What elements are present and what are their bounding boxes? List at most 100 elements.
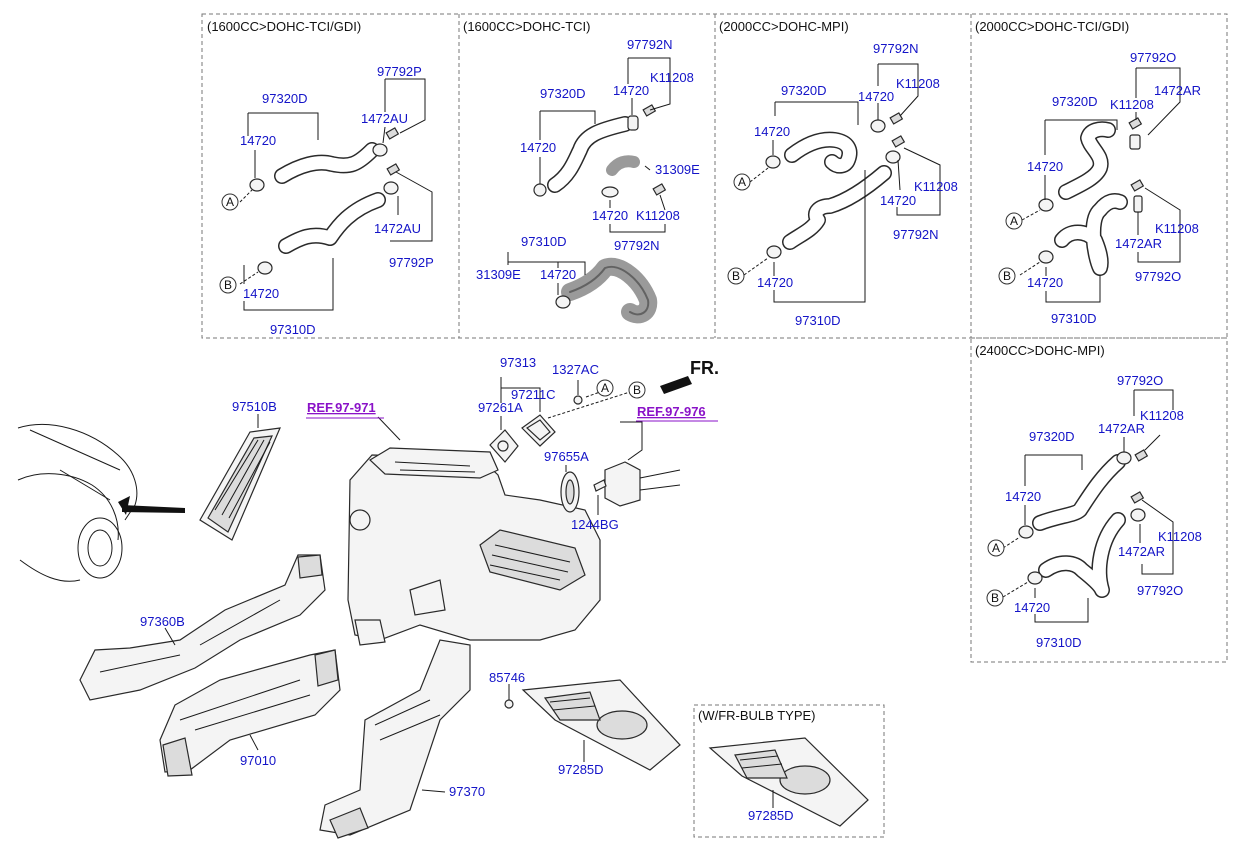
- marker-a-label: A: [601, 381, 609, 395]
- part-97792n[interactable]: 97792N: [893, 227, 939, 242]
- part-1327ac[interactable]: 1327AC: [552, 362, 599, 377]
- clamp-icon: [1018, 525, 1034, 539]
- part-14720[interactable]: 14720: [540, 267, 576, 282]
- clamp-icon: [627, 115, 639, 131]
- clip-icon: [1130, 491, 1145, 504]
- clamp-icon: [1133, 195, 1143, 213]
- part-1472ar[interactable]: 1472AR: [1154, 83, 1201, 98]
- part-85746[interactable]: 85746: [489, 670, 525, 685]
- part-14720[interactable]: 14720: [1027, 159, 1063, 174]
- part-97792o[interactable]: 97792O: [1130, 50, 1176, 65]
- part-k11208[interactable]: K11208: [1110, 97, 1154, 112]
- part-97320d[interactable]: 97320D: [781, 83, 827, 98]
- hose-97310d: [561, 257, 658, 324]
- variant-1600-tci-gdi: A B 97320D 14720 97792P 1472AU 1472AU 97…: [219, 64, 434, 337]
- part-14720[interactable]: 14720: [754, 124, 790, 139]
- part-97310d[interactable]: 97310D: [1036, 635, 1082, 650]
- part-97310d[interactable]: 97310D: [795, 313, 841, 328]
- ref-97-976-link[interactable]: REF.97-976: [637, 404, 706, 419]
- front-label: FR.: [690, 358, 719, 378]
- clip-icon: [642, 104, 657, 117]
- marker-a: [596, 379, 614, 397]
- part-k11208[interactable]: K11208: [1155, 221, 1199, 236]
- part-97310d[interactable]: 97310D: [1051, 311, 1097, 326]
- part-1472ar[interactable]: 1472AR: [1098, 421, 1145, 436]
- clamp-icon: [372, 143, 388, 157]
- part-k11208[interactable]: K11208: [1140, 408, 1184, 423]
- part-14720[interactable]: 14720: [592, 208, 628, 223]
- variant-2000-mpi: A B 97320D 14720 97792N K11208 14720 K11…: [727, 41, 958, 328]
- part-14720[interactable]: 14720: [243, 286, 279, 301]
- clip-85746: [504, 699, 514, 709]
- variant-2400-mpi: A B 97320D 14720 97792O K11208 1472AR K1…: [986, 373, 1202, 650]
- part-1244bg[interactable]: 1244BG: [571, 517, 619, 532]
- part-97370[interactable]: 97370: [449, 784, 485, 799]
- part-97792o[interactable]: 97792O: [1135, 269, 1181, 284]
- part-97313[interactable]: 97313: [500, 355, 536, 370]
- part-1472ar[interactable]: 1472AR: [1118, 544, 1165, 559]
- part-97010[interactable]: 97010: [240, 753, 276, 768]
- ref-97-971-link[interactable]: REF.97-971: [307, 400, 376, 415]
- part-97310d[interactable]: 97310D: [521, 234, 567, 249]
- part-97285d[interactable]: 97285D: [558, 762, 604, 777]
- part-31309e[interactable]: 31309E: [476, 267, 521, 282]
- part-14720[interactable]: 14720: [613, 83, 649, 98]
- part-97285d[interactable]: 97285D: [748, 808, 794, 823]
- clamp-icon: [766, 245, 782, 259]
- marker-b: [219, 276, 237, 294]
- part-97261a[interactable]: 97261A: [478, 400, 523, 415]
- part-k11208[interactable]: K11208: [636, 208, 680, 223]
- marker-a: [733, 173, 751, 191]
- part-97320d[interactable]: 97320D: [262, 91, 308, 106]
- part-97792o[interactable]: 97792O: [1117, 373, 1163, 388]
- duct-97360b: [79, 554, 326, 701]
- part-97655a[interactable]: 97655A: [544, 449, 589, 464]
- section-boxes: [201, 13, 1228, 838]
- part-31309e[interactable]: 31309E: [655, 162, 700, 177]
- clamp-icon: [1038, 250, 1054, 264]
- part-97310d[interactable]: 97310D: [270, 322, 316, 337]
- part-97792n[interactable]: 97792N: [873, 41, 919, 56]
- clamp-icon: [1116, 451, 1132, 465]
- part-1472au[interactable]: 1472AU: [361, 111, 408, 126]
- part-14720[interactable]: 14720: [858, 89, 894, 104]
- clip-icon: [889, 112, 904, 125]
- part-14720[interactable]: 14720: [1014, 600, 1050, 615]
- part-14720[interactable]: 14720: [1005, 489, 1041, 504]
- elbow-31309e: [606, 155, 640, 176]
- clip-icon: [891, 135, 906, 148]
- marker-a-label: A: [226, 195, 234, 209]
- part-97211c[interactable]: 97211C: [511, 387, 556, 402]
- part-1472au[interactable]: 1472AU: [374, 221, 421, 236]
- part-14720[interactable]: 14720: [520, 140, 556, 155]
- marker-a-label: A: [992, 541, 1000, 555]
- marker-b: [628, 381, 646, 399]
- hvac-housing: [347, 447, 601, 646]
- clip-icon: [385, 127, 400, 140]
- part-97792p[interactable]: 97792P: [389, 255, 434, 270]
- part-14720[interactable]: 14720: [240, 133, 276, 148]
- part-k11208[interactable]: K11208: [1158, 529, 1202, 544]
- part-97360b[interactable]: 97360B: [140, 614, 185, 629]
- part-97320d[interactable]: 97320D: [1052, 94, 1098, 109]
- part-97320d[interactable]: 97320D: [540, 86, 586, 101]
- part-14720[interactable]: 14720: [1027, 275, 1063, 290]
- section-title-1600-tci-gdi: (1600CC>DOHC-TCI/GDI): [207, 19, 361, 34]
- part-97792n[interactable]: 97792N: [614, 238, 660, 253]
- part-97320d[interactable]: 97320D: [1029, 429, 1075, 444]
- part-97510b[interactable]: 97510B: [232, 399, 277, 414]
- part-97792o[interactable]: 97792O: [1137, 583, 1183, 598]
- part-k11208[interactable]: K11208: [896, 76, 940, 91]
- panel-97285d: [521, 679, 681, 771]
- part-14720[interactable]: 14720: [757, 275, 793, 290]
- arrow-to-filter: [122, 505, 185, 513]
- marker-b-label: B: [1003, 269, 1011, 283]
- part-97792p[interactable]: 97792P: [377, 64, 422, 79]
- part-1472ar[interactable]: 1472AR: [1115, 236, 1162, 251]
- fr-bulb-type-box: [693, 704, 885, 838]
- front-direction-arrow: [660, 376, 692, 394]
- part-k11208[interactable]: K11208: [914, 179, 958, 194]
- part-k11208[interactable]: K11208: [650, 70, 694, 85]
- part-97792n[interactable]: 97792N: [627, 37, 673, 52]
- part-14720[interactable]: 14720: [880, 193, 916, 208]
